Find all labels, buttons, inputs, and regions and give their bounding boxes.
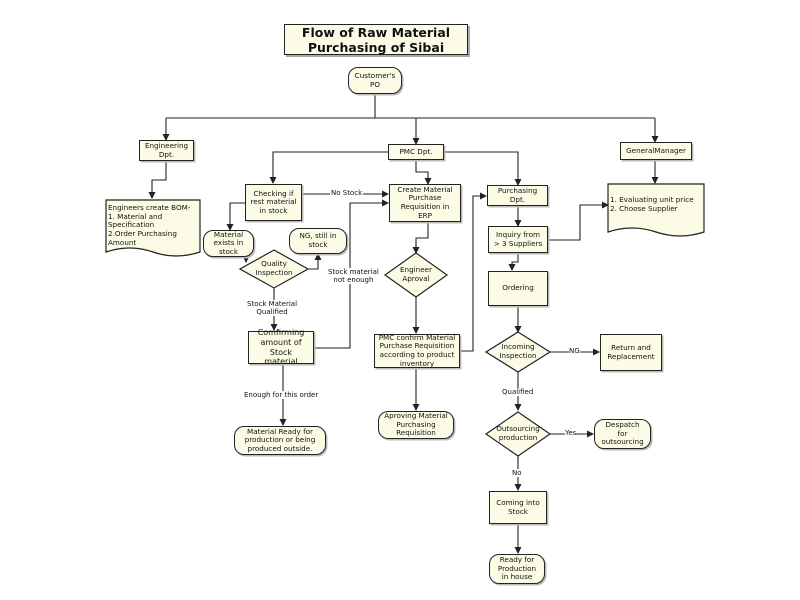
- label-stock-not-enough: Stock material not enough: [328, 268, 379, 285]
- engineers-bom-node: Engineers create BOM- 1. Material and Sp…: [108, 203, 191, 247]
- engineering-dept-node: Engineering Dpt.: [139, 140, 194, 161]
- despatch-node: Despatch for outsourcing: [594, 419, 651, 449]
- diagram-title: Flow of Raw Material Purchasing of Sibai: [284, 24, 468, 55]
- checking-rest-node: Checking if rest material in stock: [245, 184, 302, 221]
- ordering-node: Ordering: [488, 271, 548, 306]
- edge-quality-ng: [308, 253, 322, 270]
- quality-inspection-node: Quality Inspection: [255, 259, 293, 277]
- label-yes: Yes: [565, 429, 577, 438]
- label-enough: Enough for this order: [244, 391, 319, 400]
- label-no: No: [512, 469, 522, 478]
- ng-still-in-stock-node: NG, still in stock: [289, 228, 347, 254]
- pmc-confirm-node: PMC confirm Material Purchase Requisitio…: [374, 333, 460, 368]
- engineer-approval-node: Engineer Aproval: [399, 265, 432, 283]
- outsourcing-production-node: Outsourcing production: [496, 424, 540, 442]
- approving-node: Aproving Material Purchasing Requisition: [378, 411, 454, 439]
- create-requisition-node: Create Material Purchase Requisition in …: [389, 184, 461, 222]
- material-exists-node: Material exists in stock: [203, 230, 254, 257]
- edge-pmcconfirm-purchasing: [460, 192, 487, 352]
- label-ng: NG: [569, 347, 580, 356]
- quality-inspection-shape: [238, 249, 310, 289]
- engineer-approval-shape: [383, 252, 449, 298]
- edge-pmc-left: [269, 151, 390, 184]
- outsourcing-production-shape: [484, 411, 552, 457]
- edge-inquiry-evaluating: [548, 201, 609, 241]
- confirming-amount-node: Comfirming amount of Stock material: [248, 328, 314, 366]
- pmc-dept-node: PMC Dpt.: [388, 144, 444, 160]
- purchasing-dept-node: Purchasing Dpt.: [487, 185, 548, 206]
- evaluating-node: 1. Evaluating unit price 2. Choose Suppl…: [610, 195, 694, 213]
- ready-for-production-node: Ready for Production in house: [489, 554, 545, 584]
- edge-checking-exists: [226, 202, 246, 231]
- material-ready-node: Material Ready for production or being p…: [234, 426, 326, 455]
- label-stock-qualified: Stock Material Qualified: [247, 300, 298, 317]
- edge-engineering-bom: [148, 161, 167, 199]
- engineers-bom-shape: [105, 199, 201, 257]
- incoming-inspection-node: Incoming Inspection: [499, 342, 537, 360]
- customers-po-node: Customer's PO: [348, 67, 402, 94]
- return-replacement-node: Return and Replacement: [600, 334, 662, 371]
- incoming-inspection-shape: [484, 331, 552, 373]
- edge-inquiry-ordering: [508, 253, 519, 271]
- edge-pmc-down: [415, 160, 432, 185]
- label-qualified: Qualified: [502, 388, 534, 397]
- edge-create-approval: [412, 222, 429, 254]
- inquiry-node: Inquiry from > 3 Suppliers: [488, 226, 548, 253]
- general-manager-node: GeneralManager: [620, 142, 692, 160]
- edge-pmc-right: [442, 151, 522, 186]
- coming-into-stock-node: Coming into Stock: [489, 491, 547, 524]
- evaluating-shape: [607, 183, 705, 237]
- label-no-stock: No Stock: [330, 189, 364, 198]
